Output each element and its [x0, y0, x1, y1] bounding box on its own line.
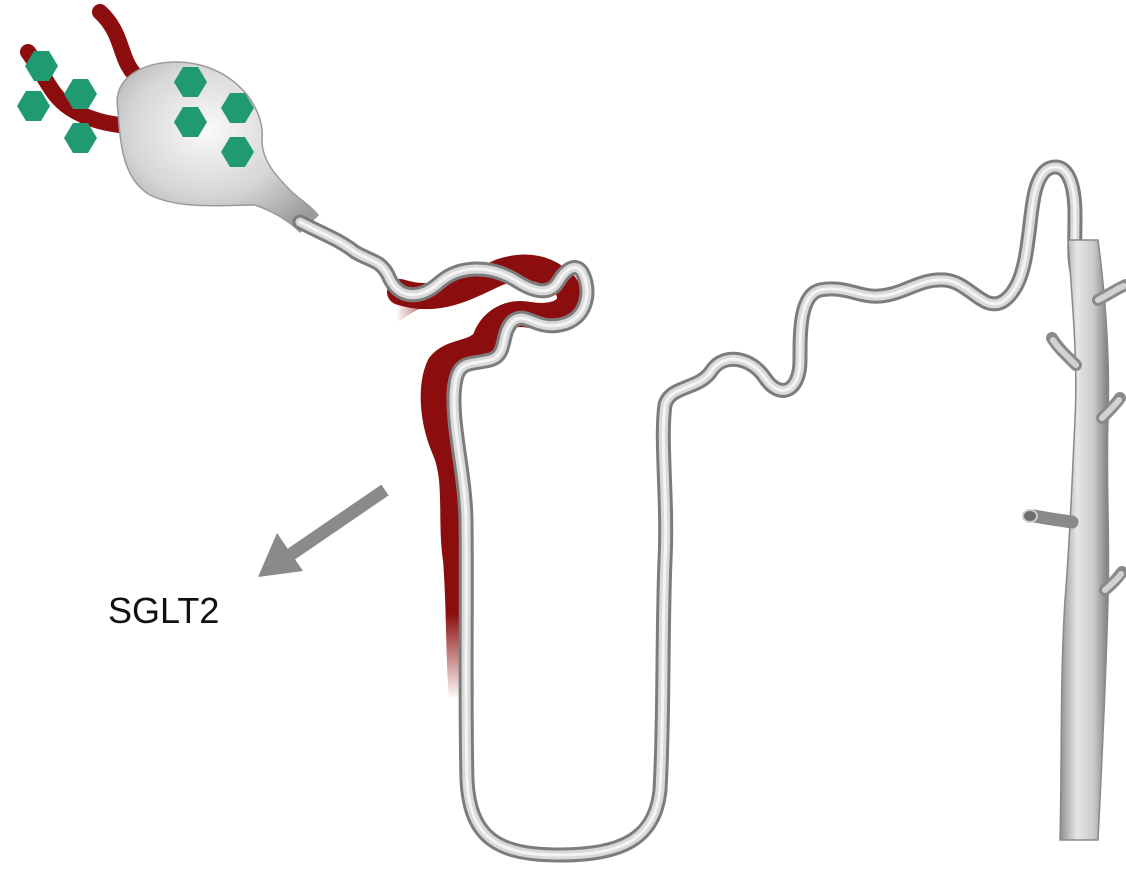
- glucose-hexagon: [17, 91, 50, 121]
- sglt2-label: SGLT2: [108, 590, 219, 632]
- sglt2-arrow: [258, 490, 385, 577]
- renal-tubule: [300, 167, 1080, 855]
- glucose-hexagon: [64, 123, 97, 153]
- collecting-duct: [1023, 240, 1126, 840]
- bowman-capsule: [117, 62, 318, 232]
